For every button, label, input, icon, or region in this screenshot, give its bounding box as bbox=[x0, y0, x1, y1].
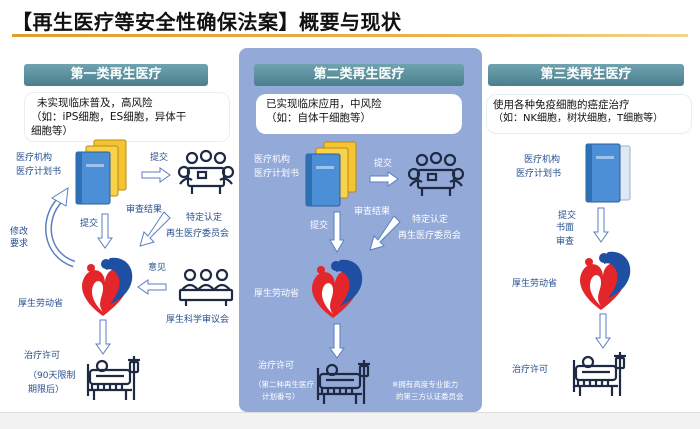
council-panel-icon bbox=[178, 268, 234, 308]
arrow-diagonal-icon bbox=[369, 215, 401, 251]
category-1-treatment-note2: 期限后） bbox=[28, 385, 65, 395]
category-1-plan-label2: 医疗计划书 bbox=[16, 167, 62, 177]
category-2-plan-label2: 医疗计划书 bbox=[254, 169, 300, 179]
category-2-desc-line2: （如：自体干细胞等） bbox=[266, 112, 371, 124]
category-1-desc-line2: （如：iPS细胞，ES细胞，异体干 bbox=[31, 111, 187, 123]
binder-book-icon bbox=[305, 141, 357, 207]
category-2-ministry: 厚生劳动省 bbox=[254, 289, 300, 299]
arrow-down-icon bbox=[97, 213, 113, 249]
category-3-treatment: 治疗许可 bbox=[512, 365, 549, 375]
category-3-description: 使用各种免疫细胞的癌症治疗 （如：NK细胞，树状细胞，T细胞等） bbox=[486, 94, 692, 134]
category-1-submit2-label: 提交 bbox=[80, 219, 99, 229]
category-2-footnote1: ※拥有高度专业能力 bbox=[392, 380, 459, 389]
page-title: 【再生医疗等安全性确保法案】概要与现状 bbox=[12, 10, 402, 34]
arrow-right-icon bbox=[141, 167, 171, 183]
hospital-bed-icon bbox=[572, 350, 628, 398]
arrow-left-icon bbox=[137, 279, 167, 295]
category-1-committee-line2: 再生医疗委员会 bbox=[166, 229, 230, 239]
category-2-treatment: 治疗许可 bbox=[258, 361, 295, 371]
hospital-bed-icon bbox=[316, 358, 372, 406]
category-3-desc-line1: 使用各种免疫细胞的癌症治疗 bbox=[493, 99, 630, 111]
binder-book-icon bbox=[585, 143, 631, 203]
category-2-desc-line1: 已实现临床应用，中风险 bbox=[266, 98, 382, 110]
hospital-bed-icon bbox=[86, 354, 142, 402]
category-3-desc-line2: （如：NK细胞，树状细胞，T细胞等） bbox=[493, 113, 664, 124]
category-2-header: 第二类再生医疗 bbox=[254, 64, 464, 86]
bottom-band bbox=[0, 412, 700, 429]
category-3-review-label: 审查 bbox=[556, 237, 575, 247]
category-1-desc-line1: 未实现临床普及，高风险 bbox=[37, 97, 153, 109]
category-1-treatment: 治疗许可 bbox=[24, 351, 61, 361]
arrow-down-icon bbox=[329, 211, 345, 253]
arrow-down-icon bbox=[329, 323, 345, 359]
arrow-right-icon bbox=[369, 171, 399, 187]
committee-meeting-icon bbox=[407, 151, 465, 198]
title-divider bbox=[12, 34, 688, 37]
category-1-review-result: 审查结果 bbox=[126, 205, 163, 215]
category-1-committee-line1: 特定认定 bbox=[186, 213, 223, 223]
category-1-submit-label: 提交 bbox=[150, 153, 169, 163]
category-2-review-result: 审查结果 bbox=[354, 207, 391, 217]
category-2-submit-label: 提交 bbox=[374, 159, 393, 169]
ministry-logo-icon bbox=[82, 257, 133, 316]
committee-meeting-icon bbox=[177, 149, 235, 196]
category-2-treatment-note1: （第二种再生医疗 bbox=[254, 380, 314, 389]
category-2-footnote2: 的第三方认证委员会 bbox=[396, 392, 464, 401]
category-1-ministry: 厚生劳动省 bbox=[18, 299, 64, 309]
category-2-committee-line1: 特定认定 bbox=[412, 215, 449, 225]
category-1-plan-label1: 医疗机构 bbox=[16, 153, 53, 163]
category-1-desc-line3: 细胞等） bbox=[31, 125, 73, 137]
category-2-plan-label1: 医疗机构 bbox=[254, 155, 291, 165]
arrow-down-icon bbox=[595, 313, 611, 349]
category-2-treatment-note2: 计划番号） bbox=[262, 392, 300, 401]
arrow-down-icon bbox=[593, 207, 609, 243]
ministry-logo-icon bbox=[312, 259, 363, 318]
arrow-down-icon bbox=[95, 319, 111, 355]
category-1-opinion: 意见 bbox=[148, 263, 167, 273]
category-3-submit-label: 提交 bbox=[558, 211, 577, 221]
arrow-diagonal-icon bbox=[139, 211, 171, 247]
binder-book-icon bbox=[75, 139, 127, 205]
category-1-revise-line1: 修改 bbox=[10, 227, 29, 237]
category-1-treatment-note1: （90天限制 bbox=[28, 371, 76, 381]
category-3-plan-label2: 医疗计划书 bbox=[516, 169, 562, 179]
category-2-submit2-label: 提交 bbox=[310, 221, 329, 231]
category-2-committee-line2: 再生医疗委员会 bbox=[398, 231, 462, 241]
category-2-description: 已实现临床应用，中风险 （如：自体干细胞等） bbox=[256, 94, 462, 134]
category-3-written-label: 书面 bbox=[556, 223, 575, 233]
category-1-header: 第一类再生医疗 bbox=[24, 64, 208, 86]
category-1-description: 未实现临床普及，高风险 （如：iPS细胞，ES细胞，异体干 细胞等） bbox=[24, 92, 230, 142]
category-1-science-council: 厚生科学审议会 bbox=[166, 315, 230, 325]
category-3-ministry: 厚生劳动省 bbox=[512, 279, 558, 289]
category-3-header: 第三类再生医疗 bbox=[488, 64, 684, 86]
category-1-revise-line2: 要求 bbox=[10, 239, 29, 249]
ministry-logo-icon bbox=[580, 251, 631, 310]
category-3-plan-label1: 医疗机构 bbox=[524, 155, 561, 165]
revise-curved-arrow-icon bbox=[45, 187, 76, 268]
